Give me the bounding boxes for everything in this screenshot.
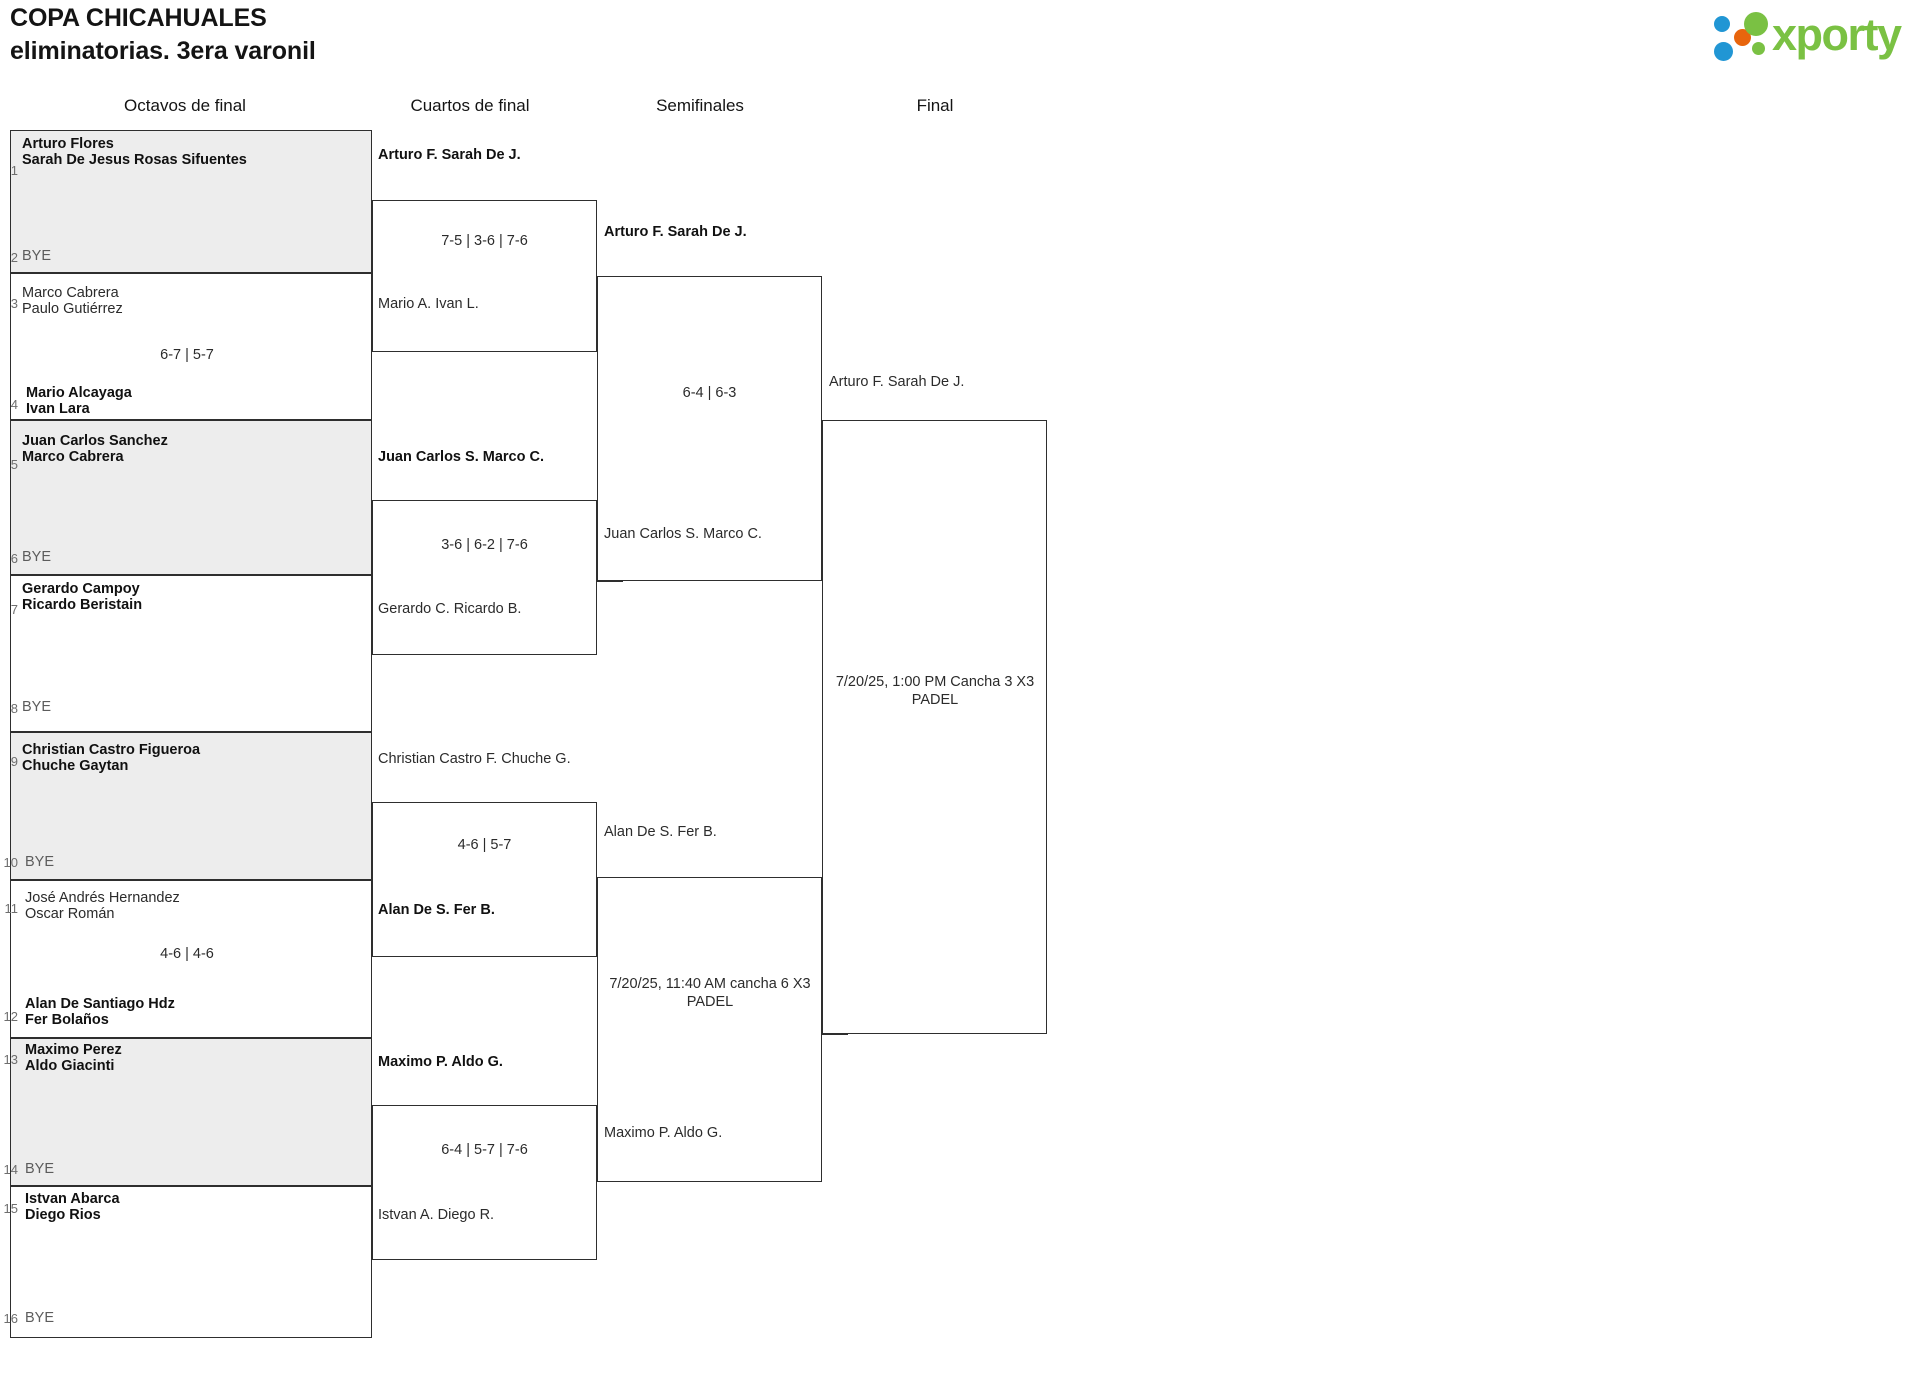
seed-number-14: 14 [3, 1162, 18, 1177]
qf-match-3-top-label: Christian Castro F. Chuche G. [378, 751, 571, 767]
r1-match-8-bottom-team: BYE [25, 1310, 55, 1326]
qf-match-4-score: 6-4 | 5-7 | 7-6 [441, 1142, 528, 1158]
seed-number-8: 8 [10, 701, 18, 716]
tournament-subtitle: eliminatorias. 3era varonil [10, 36, 316, 65]
r1-match-3-cell[interactable] [10, 420, 372, 575]
seed-number-13: 13 [3, 1052, 18, 1067]
seed-number-16: 16 [3, 1311, 18, 1326]
seed-number-12: 12 [3, 1009, 18, 1024]
qf-match-1-score: 7-5 | 3-6 | 7-6 [441, 233, 528, 249]
sf-match-1-score: 6-4 | 6-3 [682, 385, 737, 401]
seed-number-15: 15 [3, 1201, 18, 1216]
page-title: COPA CHICAHUALES eliminatorias. 3era var… [10, 2, 910, 67]
connector-qf2-sf1 [597, 581, 623, 582]
r1-match-1-top-team: Arturo Flores Sarah De Jesus Rosas Sifue… [22, 136, 247, 168]
logo-wordmark: xporty [1772, 9, 1902, 60]
qf-match-4-loser-label: Istvan A. Diego R. [378, 1207, 495, 1223]
r1-match-2-top-team: Marco Cabrera Paulo Gutiérrez [22, 285, 123, 317]
connector-qf1-sf1 [597, 276, 623, 277]
r1-match-1-bottom-team: BYE [22, 248, 52, 264]
seed-number-1: 1 [10, 163, 18, 178]
final-match-box[interactable] [822, 420, 1047, 1034]
qf-match-4-advance-label: Maximo P. Aldo G. [378, 1054, 503, 1070]
r1-match-7-top-team: Maximo Perez Aldo Giacinti [25, 1042, 122, 1074]
r1-match-2-score: 6-7 | 5-7 [160, 347, 214, 363]
logo-dots-icon [1714, 12, 1776, 61]
r1-match-3-bottom-team: BYE [22, 549, 52, 565]
qf-match-1-loser-label: Mario A. Ivan L. [378, 296, 479, 312]
seed-number-9: 9 [10, 754, 18, 769]
final-top-label: Arturo F. Sarah De J. [829, 374, 965, 390]
qf-match-2-score: 3-6 | 6-2 | 7-6 [441, 537, 528, 553]
seed-number-6: 6 [10, 551, 18, 566]
seed-number-11: 11 [4, 901, 19, 916]
r1-match-4-bottom-team: BYE [22, 699, 52, 715]
r1-match-7-bottom-team: BYE [25, 1161, 55, 1177]
sf-match-1-box[interactable] [597, 276, 822, 581]
qf-match-3-advance-label: Alan De S. Fer B. [378, 902, 495, 918]
r1-match-6-score: 4-6 | 4-6 [160, 946, 214, 962]
sf-match-2-top-label: Alan De S. Fer B. [604, 824, 717, 840]
r1-match-5-bottom-team: BYE [25, 854, 55, 870]
qf-match-1-box[interactable] [372, 200, 597, 352]
connector-sf2-final [822, 1034, 848, 1035]
r1-match-8-top-team: Istvan Abarca Diego Rios [25, 1191, 120, 1223]
tournament-name: COPA CHICAHUALES [10, 4, 267, 32]
r1-match-8-cell[interactable] [10, 1186, 372, 1338]
qf-match-1-advance-label: Arturo F. Sarah De J. [378, 147, 521, 163]
seed-number-2: 2 [10, 250, 18, 265]
round-header-semifinales: Semifinales [656, 96, 744, 115]
sf-match-1-advance-label: Arturo F. Sarah De J. [604, 224, 747, 240]
seed-number-3: 3 [10, 296, 18, 311]
r1-match-2-cell[interactable] [10, 273, 372, 420]
round-header-cuartos: Cuartos de final [410, 96, 530, 115]
sf-match-1-loser-label: Juan Carlos S. Marco C. [604, 526, 762, 542]
r1-match-3-top-team: Juan Carlos Sanchez Marco Cabrera [22, 433, 168, 465]
sf-match-2-schedule: 7/20/25, 11:40 AM cancha 6 X3 PADEL [609, 976, 811, 1011]
r1-match-6-cell[interactable] [10, 880, 372, 1038]
seed-number-7: 7 [10, 602, 18, 617]
r1-match-5-top-team: Christian Castro Figueroa Chuche Gaytan [22, 742, 201, 774]
qf-match-3-box[interactable] [372, 802, 597, 957]
xporty-logo[interactable]: xporty [1714, 8, 1914, 64]
r1-match-6-bottom-team: Alan De Santiago Hdz Fer Bolaños [25, 996, 175, 1028]
r1-match-2-bottom-team: Mario Alcayaga Ivan Lara [26, 385, 132, 417]
sf-match-2-bottom-label: Maximo P. Aldo G. [604, 1125, 723, 1141]
qf-match-4-box[interactable] [372, 1105, 597, 1260]
r1-match-4-top-team: Gerardo Campoy Ricardo Beristain [22, 581, 143, 613]
seed-number-5: 5 [10, 457, 18, 472]
sf-match-2-box[interactable] [597, 877, 822, 1182]
connector-sf1-final [822, 420, 848, 421]
r1-match-7-cell[interactable] [10, 1038, 372, 1186]
r1-match-4-cell[interactable] [10, 575, 372, 732]
r1-match-5-cell[interactable] [10, 732, 372, 880]
qf-match-2-loser-label: Gerardo C. Ricardo B. [378, 601, 522, 617]
qf-match-3-score: 4-6 | 5-7 [457, 837, 512, 853]
seed-number-4: 4 [10, 397, 18, 412]
seed-number-10: 10 [3, 855, 18, 870]
qf-match-2-advance-label: Juan Carlos S. Marco C. [378, 449, 545, 465]
round-header-final: Final [916, 96, 954, 115]
qf-match-2-box[interactable] [372, 500, 597, 655]
r1-match-1-cell[interactable] [10, 130, 372, 273]
r1-match-6-top-team: José Andrés Hernandez Oscar Román [25, 890, 180, 922]
final-match-schedule: 7/20/25, 1:00 PM Cancha 3 X3 PADEL [835, 674, 1035, 709]
round-header-octavos: Octavos de final [124, 96, 246, 115]
